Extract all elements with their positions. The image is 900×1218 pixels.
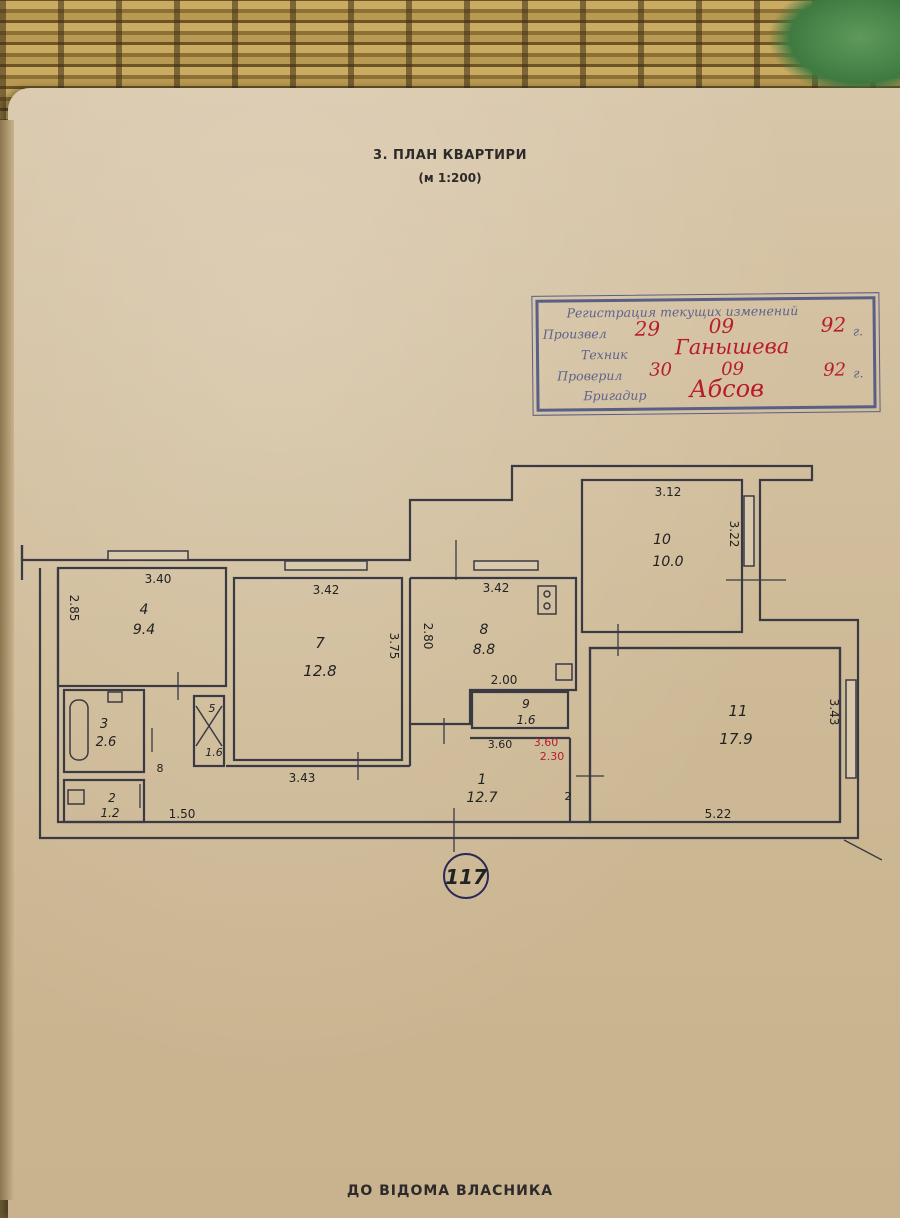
room8-number: 8 — [480, 622, 489, 638]
sink-icon — [107, 691, 123, 703]
door-marks — [139, 540, 883, 861]
window-room4 — [107, 550, 189, 561]
room10-area: 10.0 — [652, 554, 683, 570]
kitchen-sink-icon — [555, 663, 573, 681]
dim-room11-height: 3.43 — [827, 699, 841, 726]
room4-area: 9.4 — [133, 622, 155, 638]
room1-number: 1 — [478, 772, 487, 788]
stove-icon — [537, 585, 557, 615]
room7-number: 7 — [315, 634, 325, 652]
outer-wall-top — [20, 464, 860, 820]
dim-small-2: 2 — [565, 790, 572, 803]
room5-number: 5 — [209, 702, 216, 715]
dim-corrected-extra: 2.30 — [540, 750, 565, 763]
room1-area: 12.7 — [466, 790, 497, 806]
room3-walls — [62, 688, 146, 774]
room3-number: 3 — [100, 717, 108, 732]
dim-room7-top: 3.42 — [313, 583, 340, 597]
window-room11 — [845, 679, 857, 779]
dim-corrected-old: 3.60 — [488, 738, 513, 751]
dim-room4-width: 3.40 — [145, 572, 172, 586]
window-room8 — [473, 560, 539, 571]
room5-area: 1.6 — [205, 746, 223, 759]
dim-room8-height: 2.80 — [421, 623, 435, 650]
room7-area: 12.8 — [303, 662, 336, 680]
outer-wall-bottom — [38, 568, 860, 840]
page-title: 3. ПЛАН КВАРТИРИ — [373, 148, 527, 163]
room4-number: 4 — [140, 602, 149, 618]
plan-walls — [20, 464, 860, 840]
footer-note: ДО ВІДОМА ВЛАСНИКА — [346, 1183, 554, 1199]
dim-room8-partition: 2.00 — [491, 673, 518, 687]
shaft-cross-icon — [195, 705, 223, 747]
bathtub-icon — [69, 699, 89, 761]
dimension-labels: 3.40 2.85 3.42 3.43 3.75 3.42 2.80 2.00 … — [67, 485, 841, 821]
scale-label: (м 1:200) — [418, 171, 482, 185]
apartment-number: 117 — [445, 865, 487, 889]
room4-walls — [56, 566, 228, 688]
room9-area: 1.6 — [516, 713, 535, 727]
paper-sheet — [8, 88, 900, 1218]
window-room10 — [743, 495, 755, 567]
apartment-number-circle — [443, 853, 489, 899]
room7-walls — [232, 576, 404, 762]
dim-room10-width: 3.12 — [655, 485, 682, 499]
dim-room11-width: 5.22 — [705, 807, 732, 821]
dim-corridor-width: 1.50 — [169, 807, 196, 821]
sheet-edge — [0, 120, 14, 1200]
dim-room8-top: 3.42 — [483, 581, 510, 595]
inner-outline — [56, 568, 842, 824]
toilet-icon — [67, 789, 85, 805]
dim-corrected-new: 3.60 — [534, 736, 559, 749]
shaft-walls — [192, 694, 226, 768]
dim-room10-height: 3.22 — [727, 521, 741, 548]
room11-number: 11 — [728, 702, 747, 720]
room2-number: 2 — [108, 791, 116, 805]
room2-walls — [62, 778, 146, 824]
fixtures — [67, 585, 573, 805]
stove-burner-icon — [543, 602, 551, 610]
room9-walls — [470, 690, 570, 730]
room3-area: 2.6 — [96, 735, 117, 750]
windows — [107, 495, 857, 779]
room10-walls — [580, 478, 744, 634]
room-labels: 4 9.4 7 12.8 8 8.8 9 1.6 10 10.0 11 17.9… — [96, 532, 753, 820]
dim-room7-height: 3.75 — [387, 633, 401, 660]
room11-area: 17.9 — [719, 730, 752, 748]
dim-room7-bottom: 3.43 — [289, 771, 316, 785]
window-room7 — [284, 560, 368, 571]
dim-room4-height: 2.85 — [67, 595, 81, 622]
dim-small-1: 8 — [157, 762, 164, 775]
room8-area: 8.8 — [473, 642, 495, 658]
room9-number: 9 — [522, 697, 530, 711]
room11-walls — [588, 646, 842, 824]
wall-break-mark — [843, 839, 883, 861]
room10-number: 10 — [653, 532, 671, 548]
plant-leaf — [770, 0, 900, 95]
stove-burner-icon — [543, 590, 551, 598]
room2-area: 1.2 — [100, 806, 119, 820]
